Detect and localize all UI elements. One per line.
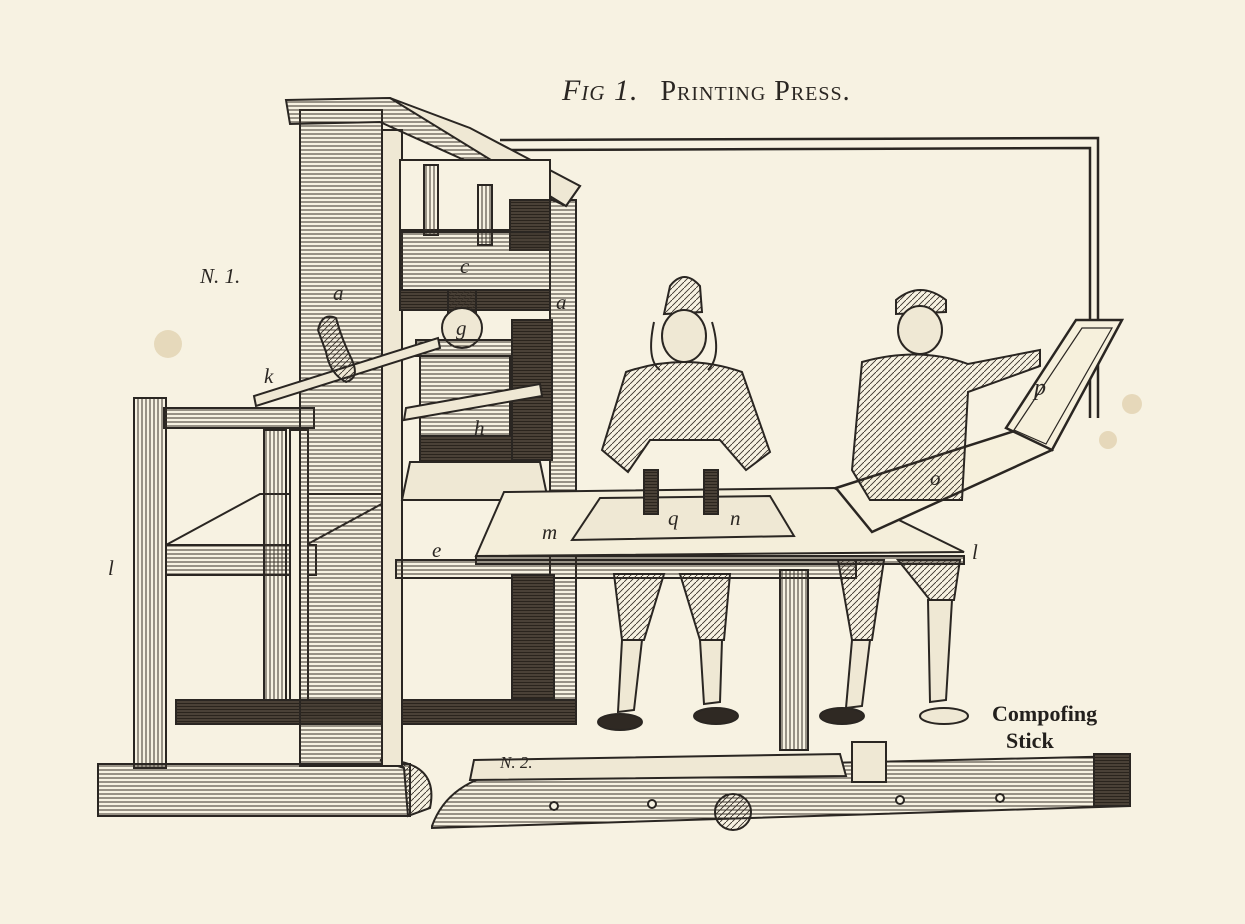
figure-title: Printing Press. — [660, 76, 851, 107]
label-c: c — [460, 254, 470, 278]
label-n2: N. 2. — [500, 753, 533, 772]
label-l-right: l — [972, 540, 978, 564]
label-q: q — [668, 506, 679, 530]
label-a-top: a — [333, 281, 344, 305]
label-p: p — [1034, 375, 1046, 401]
label-n1: N. 1. — [200, 264, 241, 288]
plate-title: Fig 1. Printing Press. — [562, 74, 851, 108]
paper-stains — [154, 330, 1142, 449]
press-base — [97, 699, 577, 818]
composing-stick-caption: Compofing Stick — [992, 700, 1097, 754]
label-m: m — [542, 520, 558, 544]
puller-figure — [819, 289, 1041, 725]
caption-line-1: Compofing — [992, 701, 1098, 726]
label-n: n — [730, 506, 741, 530]
pressman-figure — [597, 276, 772, 731]
figure-reference: Fig 1. — [562, 74, 639, 107]
label-o: o — [930, 466, 941, 490]
press-cheeks — [284, 96, 582, 767]
label-a-right: a — [556, 290, 567, 314]
caption-line-2: Stick — [1006, 728, 1054, 753]
press-bar — [252, 315, 544, 422]
composing-stick — [431, 741, 1132, 831]
press-bed — [395, 486, 965, 751]
label-l-left: l — [108, 556, 114, 580]
label-e: e — [432, 538, 442, 562]
label-g: g — [456, 316, 467, 340]
label-h: h — [474, 416, 485, 440]
label-k: k — [264, 364, 274, 388]
